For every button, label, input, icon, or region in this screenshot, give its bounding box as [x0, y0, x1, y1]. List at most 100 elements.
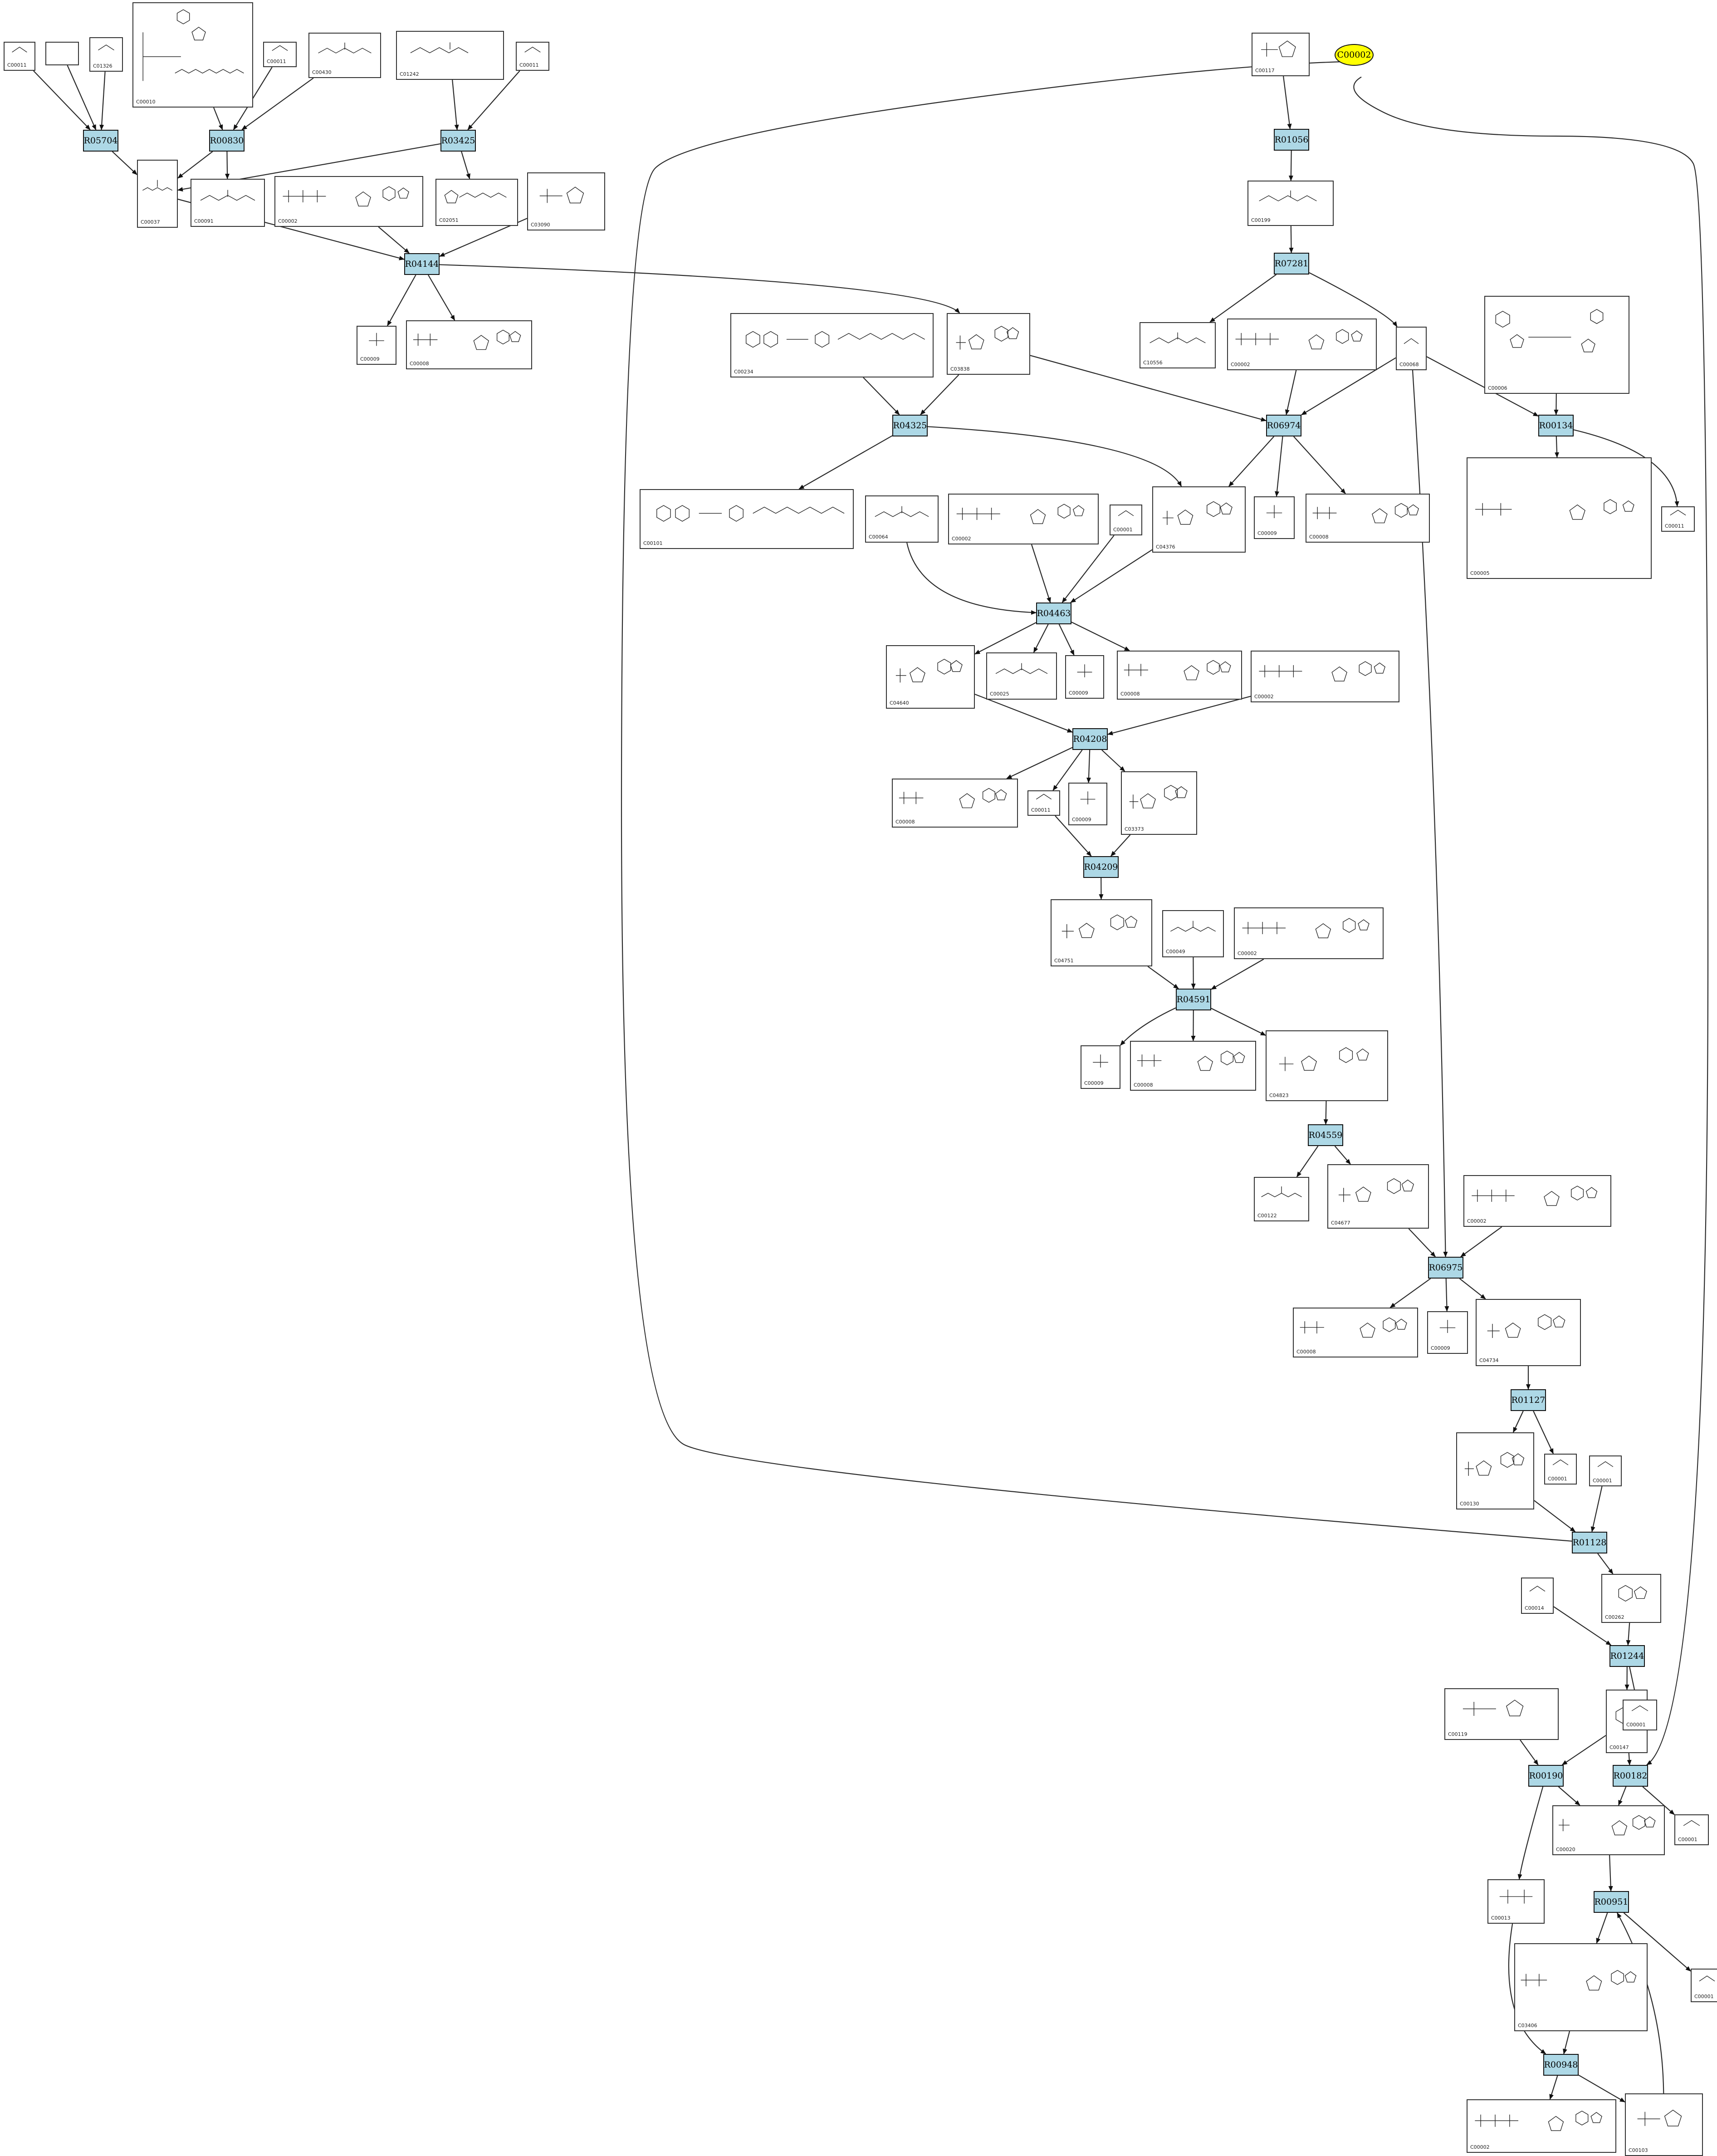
compound-c00010[interactable]: C00010	[132, 2, 253, 108]
compound-c00103[interactable]: C00103	[1625, 2093, 1703, 2156]
compound-c00119[interactable]: C00119	[1444, 1688, 1559, 1740]
reaction-node-r00830[interactable]: R00830	[209, 130, 245, 152]
compound-id-label: C00199	[1251, 217, 1271, 223]
compound-c04376[interactable]: C04376	[1152, 486, 1246, 553]
compound-c04734[interactable]: C04734	[1476, 1299, 1581, 1366]
reaction-edge	[1296, 1146, 1319, 1177]
compound-c01326[interactable]: C01326	[89, 37, 123, 72]
compound-id-label: C04751	[1054, 958, 1074, 964]
compound-c00001[interactable]: C00001	[1691, 1969, 1717, 2002]
reaction-node-r04144[interactable]: R04144	[404, 253, 440, 275]
compound-c00002[interactable]: C00002	[1227, 318, 1377, 370]
compound-c03838[interactable]: C03838	[947, 313, 1030, 375]
compound-c00011[interactable]: C00011	[4, 42, 35, 71]
compound-c10556[interactable]: C10556	[1140, 322, 1216, 368]
compound-c00101[interactable]: C00101	[640, 489, 854, 549]
compound-c00001[interactable]: C00001	[1110, 505, 1142, 535]
reaction-node-r04591[interactable]: R04591	[1176, 989, 1211, 1010]
compound-c00234[interactable]: C00234	[730, 313, 934, 377]
compound-c00091[interactable]: C00091	[191, 179, 265, 227]
reaction-node-r00190[interactable]: R00190	[1528, 1765, 1564, 1787]
compound-c00020[interactable]: C00020	[1552, 1805, 1665, 1855]
compound-c00001[interactable]: C00001	[1544, 1454, 1577, 1485]
compound-c00025[interactable]: C00025	[986, 652, 1057, 700]
compound-c00011[interactable]: C00011	[1027, 790, 1060, 816]
compound-c04823[interactable]: C04823	[1266, 1030, 1388, 1101]
compound-c00011[interactable]: C00011	[1661, 506, 1695, 532]
reaction-node-r04325[interactable]: R04325	[892, 415, 928, 436]
compound-c00009[interactable]: C00009	[1068, 783, 1107, 825]
compound-c00430[interactable]: C00430	[308, 33, 381, 78]
compound-c00117[interactable]: C00117	[1252, 33, 1310, 76]
compound-c00006[interactable]: C00006	[1484, 296, 1629, 394]
highlighted-compound-c00002[interactable]: C00002	[1335, 44, 1374, 66]
reaction-node-r00948[interactable]: R00948	[1543, 2054, 1579, 2076]
reaction-node-r00951[interactable]: R00951	[1594, 1891, 1629, 1913]
compound-c00005[interactable]: C00005	[1467, 457, 1652, 579]
compound-c00001[interactable]: C00001	[1589, 1455, 1622, 1486]
reaction-node-r07281[interactable]: R07281	[1274, 253, 1309, 274]
structure-drawing	[413, 329, 521, 350]
compound-c00008[interactable]: C00008	[1306, 494, 1430, 543]
compound-c03373[interactable]: C03373	[1121, 771, 1197, 835]
compound-c00008[interactable]: C00008	[1130, 1041, 1256, 1091]
compound-c04751[interactable]: C04751	[1051, 899, 1152, 966]
compound-c00009[interactable]: C00009	[1065, 655, 1104, 699]
compound-c00008[interactable]: C00008	[1293, 1308, 1418, 1357]
reaction-node-r04559[interactable]: R04559	[1308, 1124, 1343, 1146]
reaction-node-r03425[interactable]: R03425	[440, 130, 476, 152]
reaction-node-r01056[interactable]: R01056	[1274, 129, 1309, 151]
reaction-node-r04209[interactable]: R04209	[1083, 856, 1119, 878]
reaction-node-r01127[interactable]: R01127	[1511, 1389, 1546, 1411]
compound-c00011[interactable]: C00011	[516, 42, 549, 71]
compound-c00009[interactable]: C00009	[1081, 1045, 1120, 1089]
reaction-node-r05704[interactable]: R05704	[83, 130, 118, 152]
reaction-edge	[863, 377, 900, 415]
reaction-edge	[1426, 356, 1539, 417]
compound-c00008[interactable]: C00008	[892, 779, 1018, 828]
compound-c00009[interactable]: C00009	[1427, 1311, 1468, 1354]
compound-c00009[interactable]: C00009	[1254, 496, 1295, 539]
reaction-node-r01128[interactable]: R01128	[1572, 1532, 1607, 1553]
compound-c02051[interactable]: C02051	[435, 179, 518, 226]
compound-c00008[interactable]: C00008	[1117, 651, 1242, 700]
compound-c00002[interactable]: C00002	[1234, 907, 1384, 959]
compound-id-label: C00011	[1031, 807, 1051, 813]
compound-c00011[interactable]: C00011	[263, 42, 297, 67]
compound-empty[interactable]	[45, 42, 79, 65]
reaction-node-r06974[interactable]: R06974	[1266, 415, 1301, 436]
compound-id-label: C03373	[1125, 826, 1144, 832]
compound-c04677[interactable]: C04677	[1327, 1164, 1429, 1229]
compound-c00122[interactable]: C00122	[1254, 1177, 1309, 1221]
compound-c00001[interactable]: C00001	[1674, 1814, 1709, 1845]
compound-c00013[interactable]: C00013	[1487, 1879, 1545, 1924]
compound-c00001[interactable]: C00001	[1623, 1700, 1657, 1730]
reaction-node-r00182[interactable]: R00182	[1613, 1765, 1648, 1787]
compound-c00002[interactable]: C00002	[1467, 2099, 1616, 2153]
compound-c04640[interactable]: C04640	[886, 645, 975, 709]
compound-c00008[interactable]: C00008	[406, 320, 532, 369]
compound-c00049[interactable]: C00049	[1162, 910, 1224, 957]
compound-c00064[interactable]: C00064	[865, 495, 939, 543]
compound-c00002[interactable]: C00002	[1251, 651, 1399, 702]
compound-c00199[interactable]: C00199	[1247, 181, 1334, 226]
compound-c03090[interactable]: C03090	[527, 172, 605, 230]
compound-c00002[interactable]: C00002	[948, 494, 1099, 544]
compound-c00037[interactable]: C00037	[137, 160, 178, 228]
reaction-node-r00134[interactable]: R00134	[1538, 415, 1574, 436]
compound-c00014[interactable]: C00014	[1521, 1578, 1554, 1614]
compound-c03406[interactable]: C03406	[1514, 1943, 1648, 2031]
reaction-node-r04208[interactable]: R04208	[1072, 728, 1108, 750]
compound-c00002[interactable]: C00002	[1463, 1175, 1611, 1227]
compound-c00009[interactable]: C00009	[357, 326, 396, 365]
compound-c00130[interactable]: C00130	[1456, 1432, 1534, 1509]
structure-drawing	[1312, 503, 1419, 524]
structure-drawing	[98, 44, 114, 51]
reaction-node-r06975[interactable]: R06975	[1428, 1257, 1463, 1279]
compound-c00262[interactable]: C00262	[1601, 1574, 1661, 1623]
compound-c00002[interactable]: C00002	[274, 176, 423, 227]
reaction-node-r01244[interactable]: R01244	[1609, 1645, 1645, 1667]
compound-c01242[interactable]: C01242	[396, 31, 504, 80]
reaction-node-r04463[interactable]: R04463	[1036, 603, 1071, 624]
compound-c00068[interactable]: C00068	[1396, 327, 1427, 370]
